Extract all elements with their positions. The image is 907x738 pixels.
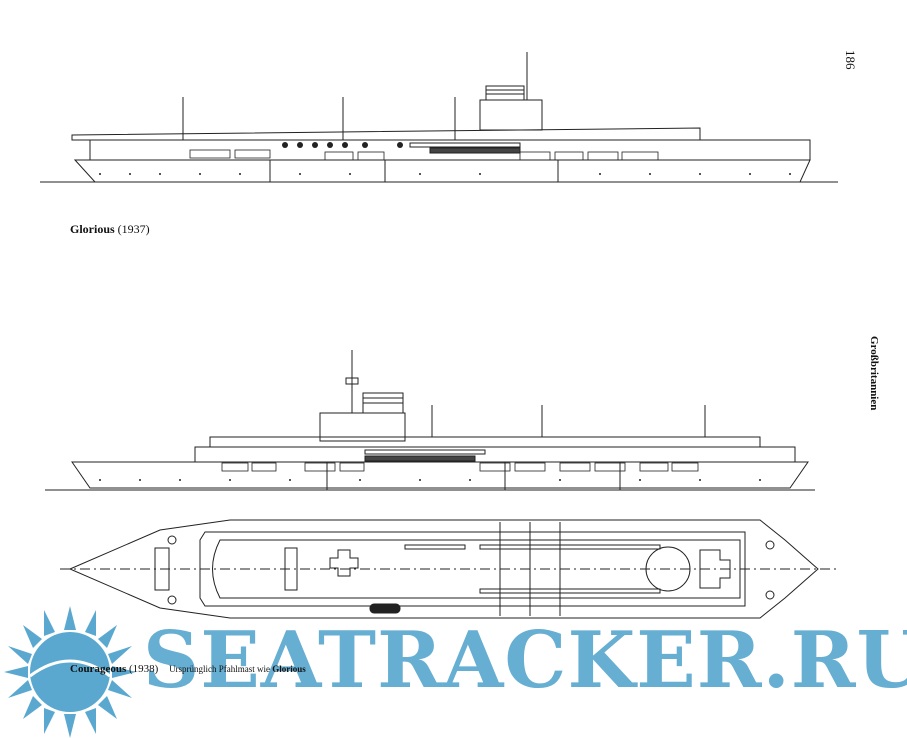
courageous-plan-drawing bbox=[60, 519, 840, 619]
courageous-note: Ursprünglich Pfahlmast wie Glorious bbox=[169, 664, 306, 674]
glorious-profile-drawing bbox=[40, 52, 838, 183]
glorious-name: Glorious bbox=[70, 222, 115, 236]
courageous-profile-drawing bbox=[45, 350, 815, 491]
watermark-sun-logo bbox=[4, 606, 136, 738]
caption-courageous: Courageous (1938) Ursprünglich Pfahlmast… bbox=[70, 663, 306, 675]
courageous-note-ship: Glorious bbox=[272, 664, 306, 674]
courageous-year: (1938) bbox=[128, 663, 159, 675]
courageous-name: Courageous bbox=[70, 663, 127, 675]
glorious-year: (1937) bbox=[117, 222, 150, 236]
watermark-text: SEATRACKER.RU bbox=[143, 615, 907, 706]
caption-glorious: Glorious (1937) bbox=[70, 222, 150, 237]
courageous-note-text: Ursprünglich Pfahlmast wie bbox=[169, 664, 271, 674]
